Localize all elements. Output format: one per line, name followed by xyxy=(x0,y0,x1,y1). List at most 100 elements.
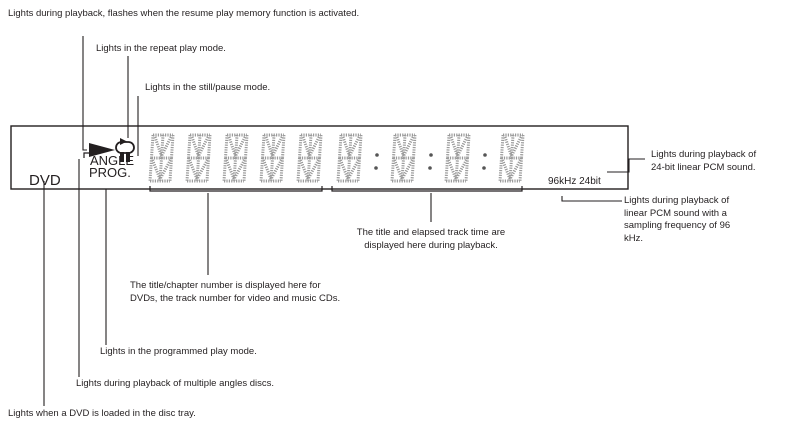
segment xyxy=(444,157,449,182)
khz96-callout-line-4: kHz. xyxy=(624,232,643,244)
segment xyxy=(500,134,505,159)
chapter-callout-line-1: The title/chapter number is displayed he… xyxy=(130,280,321,291)
segment xyxy=(224,134,229,159)
segment xyxy=(205,157,210,182)
display-panel-frame xyxy=(10,125,629,190)
angle-bracket xyxy=(83,152,89,158)
segment xyxy=(187,134,192,159)
segment xyxy=(262,159,273,180)
segment xyxy=(227,136,237,157)
khz96-callout-line-2: linear PCM sound with a xyxy=(624,207,727,219)
colon-dot xyxy=(374,166,378,170)
angle-indicator: ANGLE xyxy=(90,153,135,168)
play-icon xyxy=(89,143,115,157)
pause-icon-left-bar xyxy=(120,152,124,162)
time-callout-line-1: The title and elapsed track time are xyxy=(356,227,506,238)
segment xyxy=(316,157,321,182)
segment xyxy=(393,159,404,180)
segment xyxy=(185,157,190,182)
segment xyxy=(244,134,249,159)
prog-indicator: PROG. xyxy=(89,165,131,180)
segment xyxy=(225,159,236,180)
segment xyxy=(338,134,343,159)
segment xyxy=(446,134,451,159)
segment xyxy=(261,134,266,159)
segment xyxy=(296,157,301,182)
segment xyxy=(392,134,397,159)
segment xyxy=(160,136,173,157)
repeat-icon xyxy=(115,141,135,154)
segment xyxy=(447,159,458,180)
segment xyxy=(520,134,525,159)
segment xyxy=(341,136,351,157)
pause-icon-right-bar xyxy=(126,152,130,162)
segment xyxy=(356,157,361,182)
colon-dot xyxy=(429,153,433,157)
segment xyxy=(271,136,284,157)
segment xyxy=(188,159,199,180)
angle-callout: Lights during playback of multiple angle… xyxy=(76,378,275,389)
program-callout: Lights in the programmed play mode. xyxy=(100,346,257,357)
colon-dot xyxy=(482,166,486,170)
dvd-indicator: DVD xyxy=(29,172,61,189)
time-callout: The title and elapsed track time are dis… xyxy=(341,227,521,252)
segment xyxy=(318,134,323,159)
segment xyxy=(150,134,155,159)
segment xyxy=(412,134,417,159)
segment xyxy=(395,136,405,157)
segment xyxy=(518,157,523,182)
segment xyxy=(148,157,153,182)
segment xyxy=(298,134,303,159)
segment xyxy=(281,134,286,159)
segment xyxy=(170,134,175,159)
segment xyxy=(498,157,503,182)
segment xyxy=(151,159,162,180)
segment xyxy=(259,157,264,182)
segment xyxy=(301,136,311,157)
segment xyxy=(449,136,459,157)
segment xyxy=(503,136,513,157)
colon-dot xyxy=(375,153,379,157)
segment xyxy=(410,157,415,182)
playback-leader-line xyxy=(82,36,87,151)
chapter-digit-bracket xyxy=(149,186,323,192)
segment xyxy=(466,134,471,159)
bit24-leader-line xyxy=(607,158,645,173)
dvd-callout: Lights when a DVD is loaded in the disc … xyxy=(8,408,196,419)
chapter-callout-line-2: DVDs, the track number for video and mus… xyxy=(130,292,341,304)
segment xyxy=(308,136,321,157)
segment xyxy=(153,136,163,157)
segment xyxy=(207,134,212,159)
segment xyxy=(348,136,361,157)
colon-dot xyxy=(483,153,487,157)
bit24-callout-line-1: Lights during playback of xyxy=(651,149,757,160)
frequency-indicator: 96kHz 24bit xyxy=(548,176,601,187)
segment xyxy=(168,157,173,182)
still-pause-callout: Lights in the still/pause mode. xyxy=(145,82,271,93)
khz96-callout: Lights during playback of linear PCM sou… xyxy=(624,195,730,245)
segment xyxy=(190,136,200,157)
segment xyxy=(279,157,284,182)
segment xyxy=(264,136,274,157)
segment xyxy=(197,136,210,157)
segment xyxy=(242,157,247,182)
segment xyxy=(234,136,247,157)
chapter-callout: The title/chapter number is displayed he… xyxy=(130,280,340,305)
segment xyxy=(339,159,350,180)
segment xyxy=(336,157,341,182)
segment-digits xyxy=(148,133,525,183)
playback-callout: Lights during playback, flashes when the… xyxy=(8,8,360,19)
bit24-callout: Lights during playback of 24-bit linear … xyxy=(651,149,756,174)
repeat-arrow-icon xyxy=(120,138,127,145)
segment xyxy=(501,159,512,180)
colon-dot xyxy=(428,166,432,170)
segment xyxy=(358,134,363,159)
khz96-callout-line-1: Lights during playback of xyxy=(624,195,730,206)
repeat-callout: Lights in the repeat play mode. xyxy=(96,43,226,54)
time-digit-bracket xyxy=(331,186,523,192)
segment xyxy=(464,157,469,182)
khz96-leader-line xyxy=(561,196,622,202)
segment xyxy=(390,157,395,182)
segment xyxy=(299,159,310,180)
